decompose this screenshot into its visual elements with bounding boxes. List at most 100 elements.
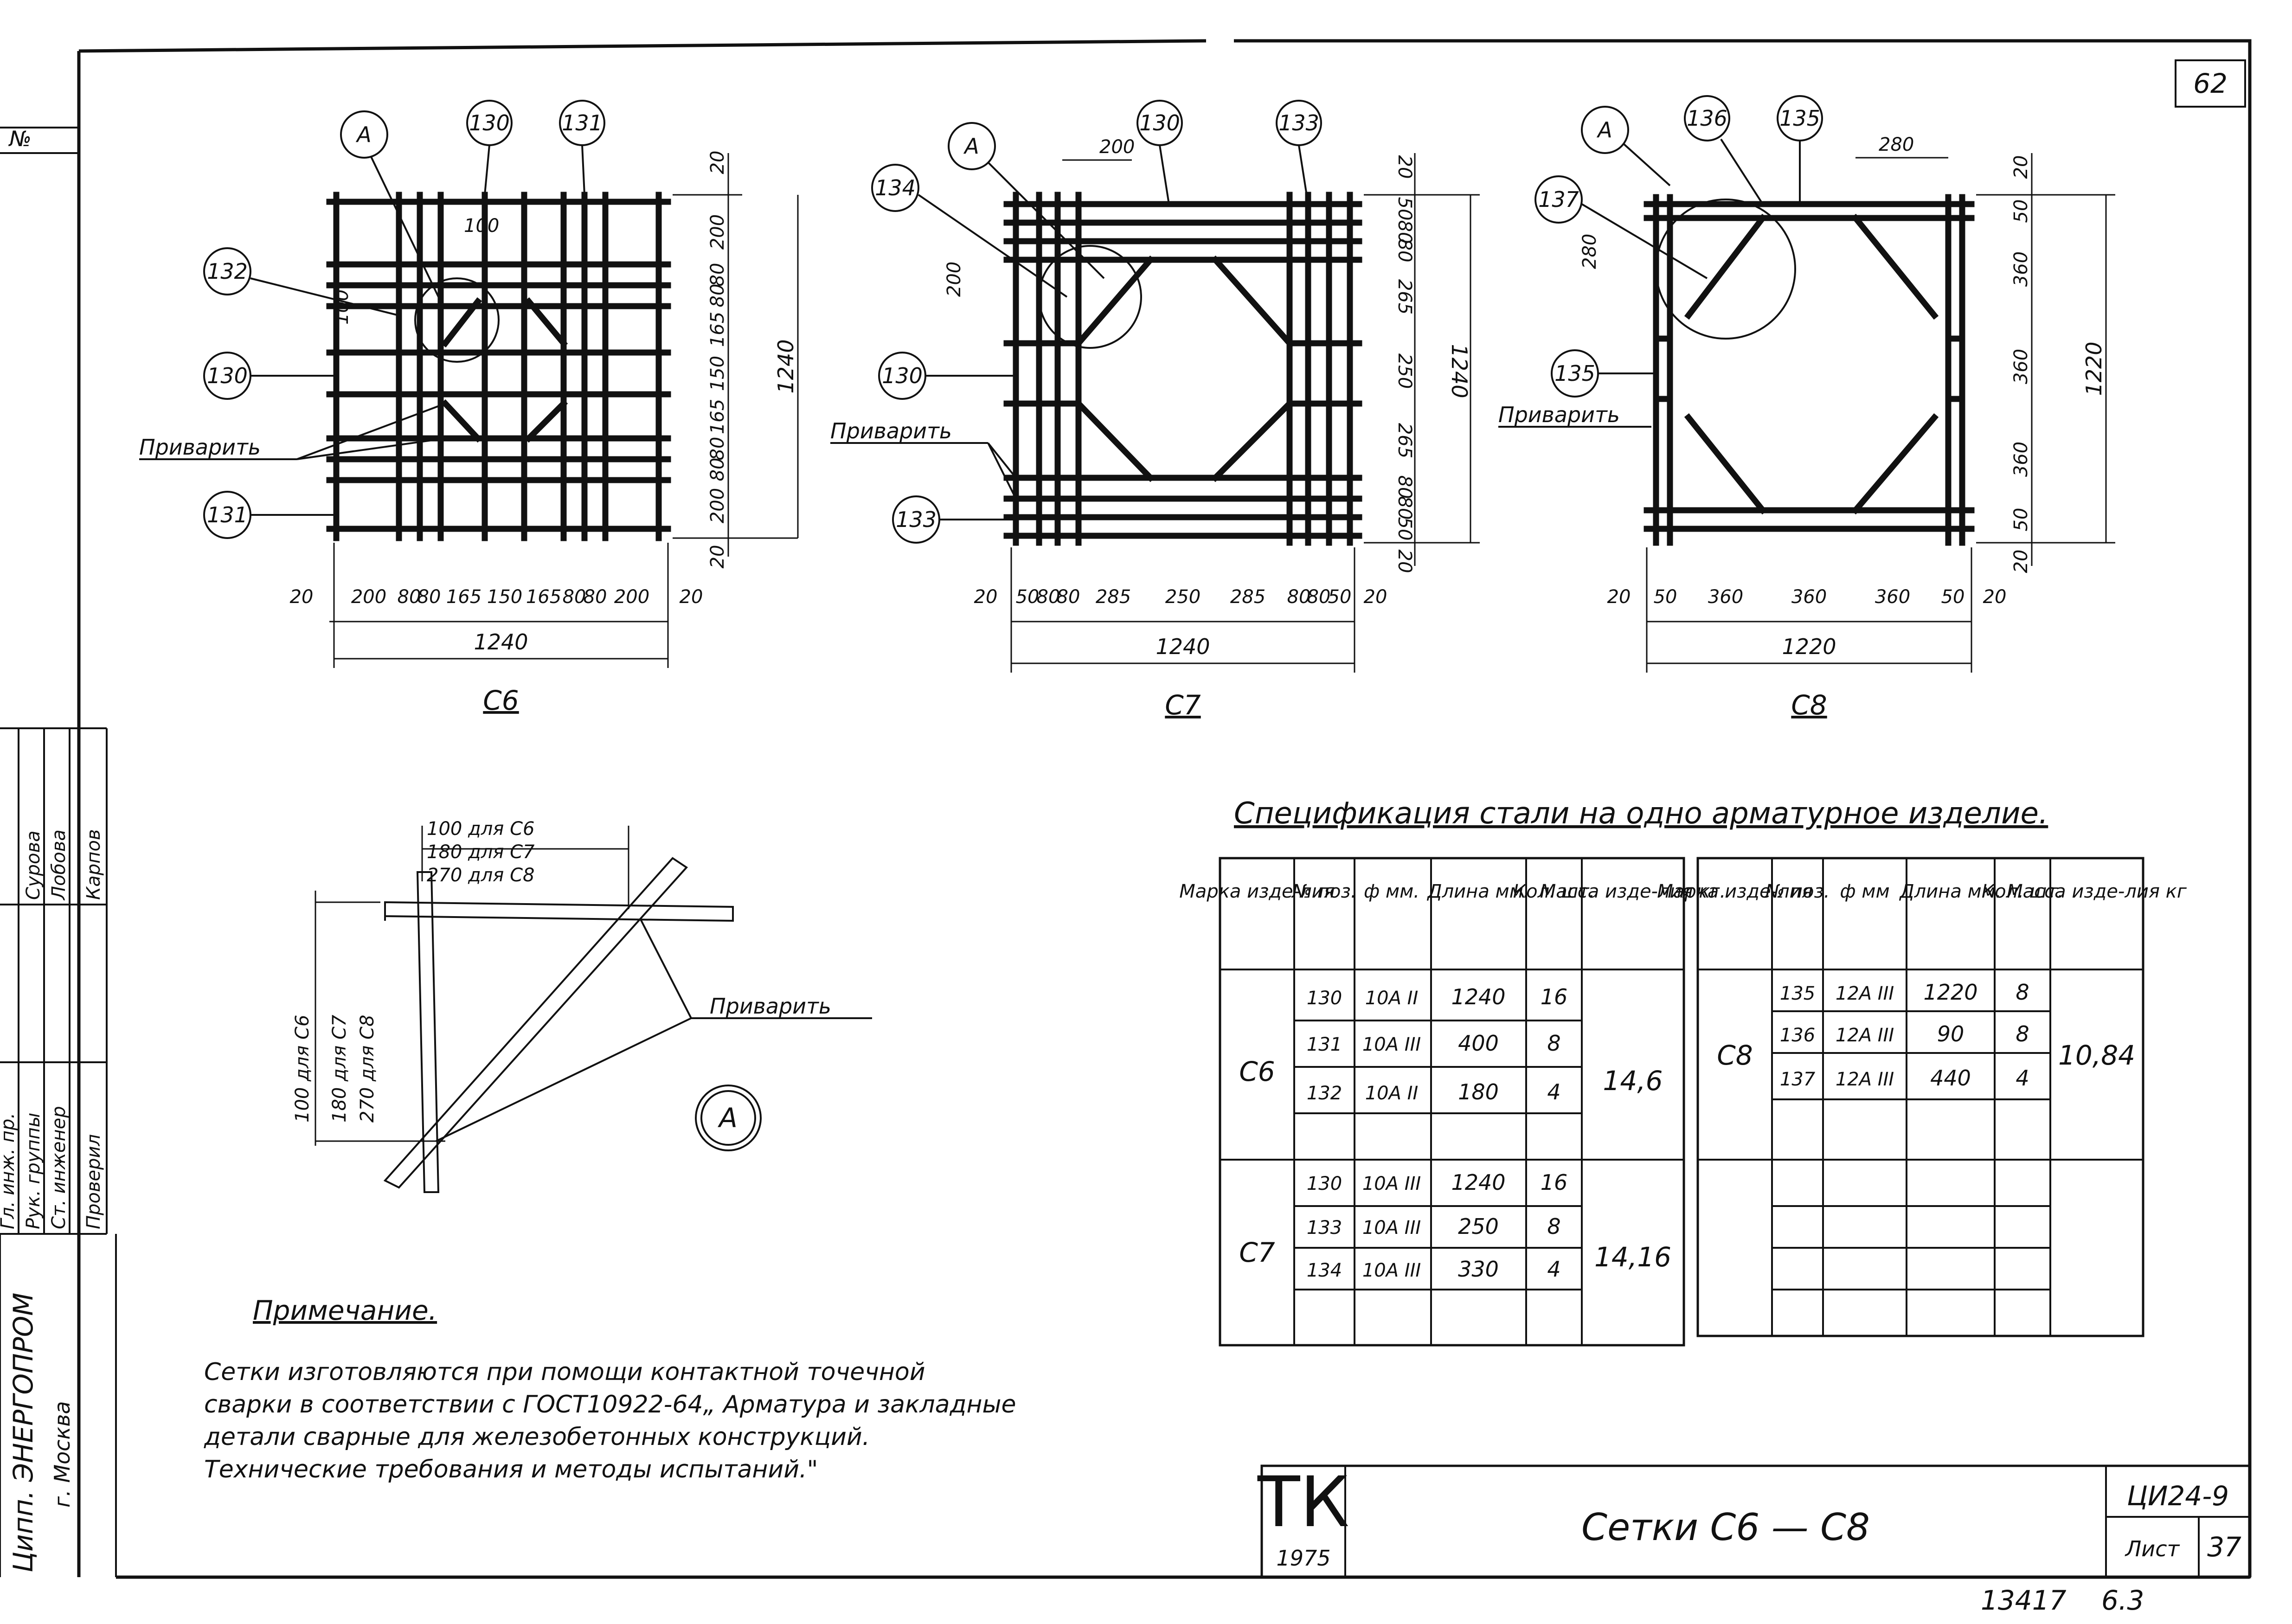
c7-bottom-dims: 20 50 80 80 285 250 285 80 80 50 20 1240 [974, 547, 1387, 673]
c6-rdim-7: 80 [707, 437, 728, 461]
spec-r-c8-r1-len: 90 [1937, 1021, 1965, 1046]
note-line-2: сварки в соответствии с ГОСТ10922-64„ Ар… [204, 1391, 1016, 1419]
c6-rdim-0: 20 [707, 151, 728, 174]
c6-callouts: А 130 131 132 130 131 Приварить 100 100 [139, 100, 605, 539]
c7-bdim-3: 80 [1057, 586, 1080, 608]
spec-l-c7-r1-len: 250 [1458, 1214, 1499, 1239]
c7-total-height: 1240 [1447, 344, 1472, 398]
spec-l-c6-r0-len: 1240 [1451, 984, 1505, 1009]
c6-callout-132: 132 [207, 259, 248, 284]
corner-number-box [2175, 59, 2246, 108]
c8-bdim-5: 50 [1941, 586, 1965, 608]
tb-logo: ТК [1257, 1462, 1349, 1543]
c6-rdim-6: 165 [707, 399, 728, 434]
tb-sheet-label: Лист [2125, 1536, 2180, 1561]
c8-rdim-6: 20 [2010, 550, 2032, 573]
spec-l-c7-r2-len: 330 [1458, 1257, 1499, 1282]
detail-weld-label: Приварить [710, 994, 831, 1019]
spec-l-h-length: Длина мм. [1426, 881, 1529, 902]
note-line-4: Технические требования и методы испытани… [204, 1456, 818, 1483]
spec-l-c6-r2-pos: 132 [1307, 1083, 1342, 1104]
spec-r-c8-mass: 10,84 [2058, 1040, 2135, 1071]
c6-bdim-5: 150 [487, 586, 522, 608]
c8-diagonal-bars [1653, 213, 1965, 515]
c8-bdim-6: 20 [1983, 586, 2007, 608]
c6-rdim-9: 200 [707, 488, 728, 523]
spec-l-c7-r0-pos: 130 [1307, 1173, 1342, 1194]
c8-weld-label: Приварить [1498, 402, 1620, 427]
spec-r-h-mark: Марка изде-лия [1657, 881, 1812, 902]
spec-l-c6-r0-qty: 16 [1541, 984, 1568, 1009]
mesh-c6: А 130 131 132 130 131 Приварить 100 100 [139, 100, 799, 716]
spec-l-c6-r0-dia: 10А II [1365, 988, 1419, 1009]
c7-rdim-7: 80 [1394, 475, 1415, 499]
c6-callout-a: А [355, 122, 371, 147]
c8-bdim-0: 20 [1607, 586, 1631, 608]
spec-r-c8-r1-qty: 8 [2016, 1021, 2029, 1046]
tb-sheet-no: 37 [2207, 1531, 2241, 1563]
c8-callouts: А 136 135 137 135 Приварить 280 280 [1498, 95, 1948, 428]
c7-rdim-1: 50 [1394, 197, 1415, 221]
c6-vertical-bars [333, 192, 662, 541]
c6-rdim-3: 80 [707, 284, 728, 308]
c8-frame-bars [1644, 194, 1975, 546]
c7-bdim-6: 285 [1230, 586, 1265, 608]
c7-bdim-4: 285 [1096, 586, 1131, 608]
spec-l-c6-r2-len: 180 [1458, 1079, 1499, 1104]
c7-bdim-1: 50 [1016, 586, 1040, 608]
c6-note-dim-2: 100 [331, 289, 353, 325]
left-stamp: № Гл. инж. пр. Рук. группы Ст. инженер П… [0, 126, 117, 1577]
tb-code: ЦИ24-9 [2127, 1480, 2229, 1512]
c7-rdim-10: 20 [1394, 550, 1415, 573]
c7-callouts: А 130 133 134 130 133 Приварить 200 200 [830, 100, 1322, 544]
c6-bdim-4: 165 [446, 586, 482, 608]
c7-bdim-0: 20 [974, 586, 998, 608]
detail-top-dim-c6: 100 для С6 [427, 818, 534, 840]
spec-r-h-length: Длина мм. [1899, 881, 2001, 902]
spec-l-c7-r2-qty: 4 [1547, 1257, 1560, 1282]
c6-bdim-8: 80 [584, 586, 607, 608]
stamp-role-2: Рук. группы [23, 1113, 44, 1229]
spec-r-h-qty: Кол. шт. [1982, 881, 2063, 902]
c8-bdim-3: 360 [1791, 586, 1827, 608]
c7-rdim-5: 250 [1394, 353, 1415, 389]
c7-callout-133-top: 133 [1278, 110, 1319, 135]
c6-rdim-1: 200 [707, 214, 728, 250]
c6-bdim-7: 80 [563, 586, 586, 608]
c6-bdim-2: 80 [398, 586, 421, 608]
c6-bdim-0: 20 [290, 586, 314, 608]
c7-rdim-4: 265 [1394, 279, 1415, 315]
c8-rdim-1: 50 [2010, 199, 2032, 223]
c6-total-height: 1240 [773, 339, 798, 393]
c7-vertical-bars [1013, 192, 1353, 546]
spec-l-c7-mass: 14,16 [1594, 1241, 1671, 1273]
c6-rdim-5: 150 [707, 356, 728, 391]
c8-bdim-4: 360 [1875, 586, 1910, 608]
c6-callout-131-left: 131 [207, 502, 248, 527]
spec-l-h-pos: № поз. [1291, 881, 1357, 902]
title-block: ТК 1975 Сетки С6 — С8 ЦИ24-9 Лист 37 [1257, 1462, 2251, 1579]
spec-r-c8-r0-dia: 12А III [1836, 983, 1894, 1004]
c7-callout-130-top: 130 [1139, 110, 1180, 135]
c6-callout-130-top: 130 [469, 110, 510, 135]
c7-bdim-9: 50 [1328, 586, 1352, 608]
c6-rdim-10: 20 [707, 545, 728, 569]
bottom-number-1: 13417 [1981, 1585, 2067, 1616]
spec-r-c8-r2-len: 440 [1930, 1066, 1971, 1091]
detail-a: 100 для С6 180 для С7 270 для С8 100 для… [292, 818, 872, 1193]
c8-bottom-dims: 20 50 360 360 360 50 20 1220 [1607, 547, 2007, 673]
c7-rdim-0: 20 [1394, 155, 1415, 179]
c6-detail-circle [414, 277, 500, 363]
c8-rdim-5: 50 [2010, 508, 2032, 532]
c7-callout-a: А [963, 134, 979, 159]
c7-callout-130-left: 130 [882, 363, 923, 388]
c8-callout-137: 137 [1538, 187, 1579, 212]
c6-title: С6 [483, 685, 519, 716]
c6-callout-131-top: 131 [562, 110, 603, 135]
c6-note-dim-1: 100 [464, 215, 499, 237]
c7-note-dim-2: 200 [944, 262, 965, 297]
stamp-role-4: Проверил [83, 1134, 104, 1229]
c7-bdim-10: 20 [1364, 586, 1387, 608]
stamp-role-3: Ст. инженер [48, 1106, 70, 1229]
